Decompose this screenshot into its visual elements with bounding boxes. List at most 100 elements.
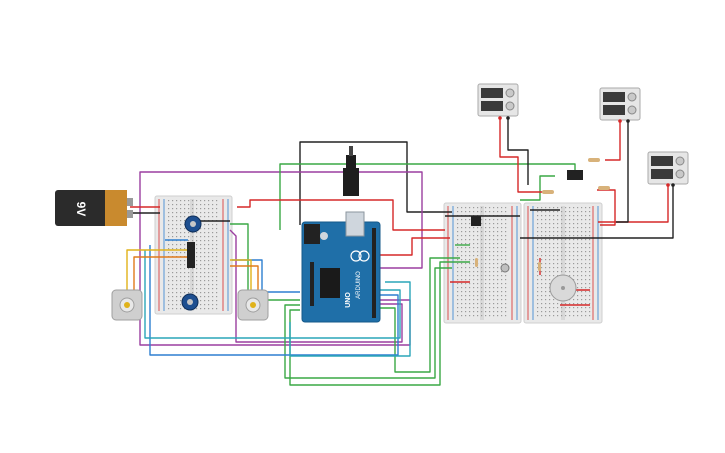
breadboard-hole xyxy=(208,252,210,254)
dc-jack[interactable] xyxy=(343,146,359,196)
breadboard-hole xyxy=(501,211,503,213)
power-supply-2[interactable] xyxy=(599,87,641,123)
breadboard-hole xyxy=(497,207,499,209)
breadboard-hole xyxy=(485,299,487,301)
breadboard-hole xyxy=(569,303,571,305)
breadboard-hole xyxy=(477,227,479,229)
breadboard-hole xyxy=(485,219,487,221)
breadboard-hole xyxy=(485,275,487,277)
breadboard-hole xyxy=(481,231,483,233)
breadboard-hole xyxy=(549,251,551,253)
breadboard-hole xyxy=(168,292,170,294)
breadboard-hole xyxy=(497,291,499,293)
breadboard-hole xyxy=(505,231,507,233)
breadboard-hole xyxy=(545,251,547,253)
breadboard-hole xyxy=(457,303,459,305)
middle-breadboard[interactable] xyxy=(443,202,522,324)
breadboard-hole xyxy=(581,243,583,245)
breadboard-hole xyxy=(204,236,206,238)
resistor-3[interactable] xyxy=(598,186,610,190)
breadboard-hole xyxy=(489,227,491,229)
breadboard-hole xyxy=(505,255,507,257)
breadboard-hole xyxy=(581,211,583,213)
breadboard-hole xyxy=(589,287,591,289)
breadboard-hole xyxy=(465,219,467,221)
power-supply-1[interactable] xyxy=(477,83,519,120)
breadboard-hole xyxy=(216,224,218,226)
breadboard-hole xyxy=(172,288,174,290)
breadboard-hole xyxy=(573,255,575,257)
potentiometer-top[interactable] xyxy=(184,215,202,233)
breadboard-hole xyxy=(537,239,539,241)
dc-motor-left[interactable] xyxy=(111,289,143,321)
breadboard-hole xyxy=(192,284,194,286)
breadboard-hole xyxy=(457,219,459,221)
breadboard-hole xyxy=(180,272,182,274)
breadboard-hole xyxy=(465,267,467,269)
breadboard-hole xyxy=(212,256,214,258)
breadboard-hole xyxy=(184,280,186,282)
breadboard-hole xyxy=(585,263,587,265)
breadboard-hole xyxy=(469,311,471,313)
wires[interactable] xyxy=(126,118,674,386)
breadboard-hole xyxy=(481,271,483,273)
breadboard-hole xyxy=(553,275,555,277)
transistor-chip[interactable] xyxy=(567,170,583,180)
breadboard-hole xyxy=(541,251,543,253)
potentiometer-bottom[interactable] xyxy=(181,293,199,311)
resistor-5[interactable] xyxy=(538,262,541,271)
breadboard-hole xyxy=(581,231,583,233)
breadboard-hole xyxy=(577,307,579,309)
breadboard-hole xyxy=(545,311,547,313)
arduino-uno[interactable]: ARDUINO UNO xyxy=(301,211,381,323)
breadboard-hole xyxy=(541,259,543,261)
breadboard-hole xyxy=(541,315,543,317)
breadboard-hole xyxy=(212,300,214,302)
9v-battery[interactable]: 9V xyxy=(55,190,133,226)
power-supply-3[interactable] xyxy=(647,151,689,187)
breadboard-hole xyxy=(208,240,210,242)
breadboard-hole xyxy=(545,307,547,309)
breadboard-hole xyxy=(196,204,198,206)
right-breadboard[interactable] xyxy=(523,202,603,324)
breadboard-hole xyxy=(216,292,218,294)
breadboard-hole xyxy=(477,251,479,253)
piezo-buzzer[interactable] xyxy=(549,274,577,302)
motor-driver-ic[interactable] xyxy=(187,242,195,268)
breadboard-hole xyxy=(469,231,471,233)
breadboard-hole xyxy=(585,215,587,217)
breadboard-hole xyxy=(204,212,206,214)
breadboard-hole xyxy=(176,260,178,262)
breadboard-hole xyxy=(505,307,507,309)
breadboard-hole xyxy=(561,267,563,269)
breadboard-hole xyxy=(216,212,218,214)
breadboard-hole xyxy=(541,223,543,225)
breadboard-hole xyxy=(200,260,202,262)
resistor-4[interactable] xyxy=(475,258,478,267)
breadboard-hole xyxy=(577,311,579,313)
breadboard-hole xyxy=(545,263,547,265)
resistor-1[interactable] xyxy=(588,158,600,162)
breadboard-hole xyxy=(196,200,198,202)
breadboard-hole xyxy=(585,295,587,297)
dc-motor-right[interactable] xyxy=(237,289,269,321)
breadboard-hole xyxy=(168,220,170,222)
breadboard-hole xyxy=(581,207,583,209)
breadboard-hole xyxy=(569,215,571,217)
breadboard-hole xyxy=(473,239,475,241)
sensor-module[interactable] xyxy=(471,216,481,226)
breadboard-hole xyxy=(212,240,214,242)
breadboard-hole xyxy=(457,207,459,209)
photoresistor[interactable] xyxy=(500,263,510,273)
breadboard-hole xyxy=(505,235,507,237)
resistor-2[interactable] xyxy=(542,190,554,194)
breadboard-hole xyxy=(216,304,218,306)
breadboard-hole xyxy=(172,200,174,202)
breadboard-hole xyxy=(497,211,499,213)
breadboard-hole xyxy=(216,288,218,290)
breadboard-hole xyxy=(485,279,487,281)
breadboard-hole xyxy=(585,299,587,301)
breadboard-hole xyxy=(465,263,467,265)
breadboard-hole xyxy=(489,231,491,233)
